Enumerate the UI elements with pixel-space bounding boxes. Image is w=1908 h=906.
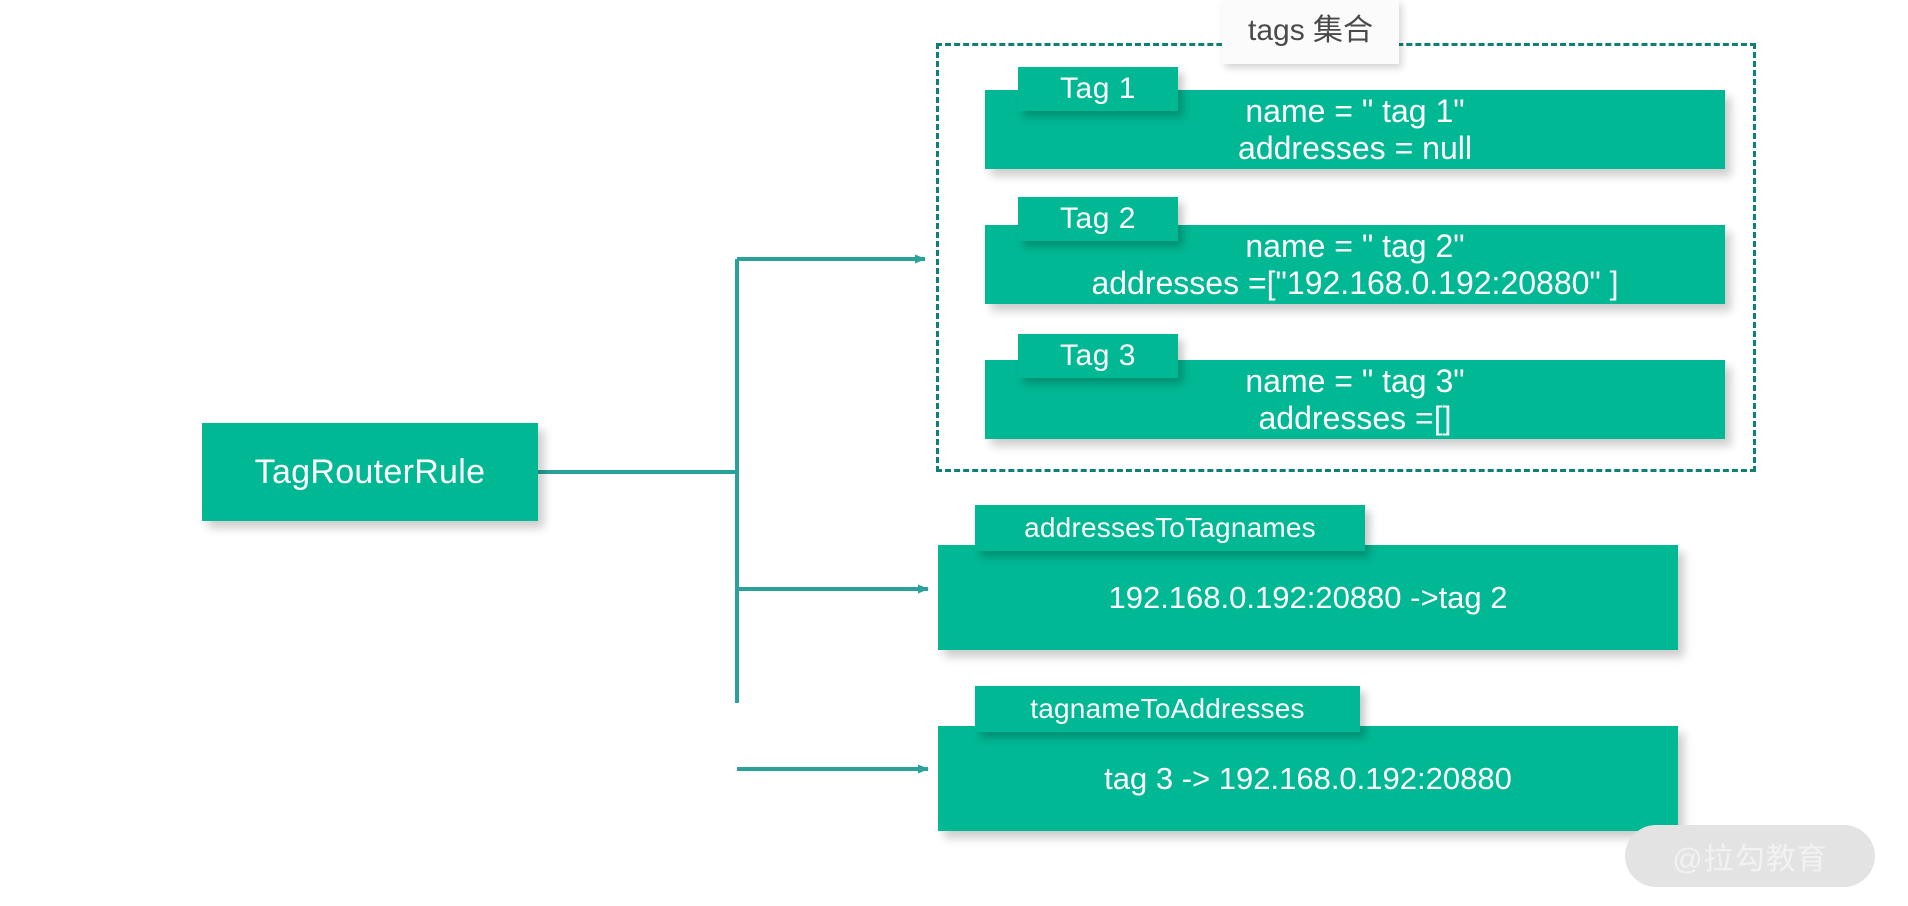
tagname-to-addresses-tab[interactable]: tagnameToAddresses — [975, 686, 1360, 732]
node-tag-router-rule[interactable]: TagRouterRule — [202, 423, 538, 521]
watermark: @拉勾教育 — [1625, 825, 1875, 887]
addresses-to-tagnames-tab-label: addressesToTagnames — [1024, 512, 1316, 543]
tag-1-tab-label: Tag 1 — [1060, 72, 1136, 105]
tag-3-tab-label: Tag 3 — [1060, 339, 1136, 372]
addresses-to-tagnames-tab[interactable]: addressesToTagnames — [975, 505, 1365, 551]
tag-1-tab[interactable]: Tag 1 — [1018, 67, 1178, 111]
tagname-to-addresses-value: tag 3 -> 192.168.0.192:20880 — [1104, 760, 1512, 796]
addresses-to-tagnames-body[interactable]: 192.168.0.192:20880 ->tag 2 — [938, 545, 1678, 650]
tag-1-line-name: name = " tag 1" — [1245, 93, 1465, 130]
tagname-to-addresses-tab-label: tagnameToAddresses — [1030, 693, 1305, 724]
tag-3-tab[interactable]: Tag 3 — [1018, 334, 1178, 378]
tag-2-tab-label: Tag 2 — [1060, 202, 1136, 235]
addresses-to-tagnames-value: 192.168.0.192:20880 ->tag 2 — [1108, 579, 1508, 615]
tagname-to-addresses-body[interactable]: tag 3 -> 192.168.0.192:20880 — [938, 726, 1678, 831]
tag-3-line-name: name = " tag 3" — [1245, 363, 1465, 400]
tag-2-tab[interactable]: Tag 2 — [1018, 197, 1178, 241]
tag-1-line-addresses: addresses = null — [1238, 129, 1472, 166]
node-tag-router-rule-label: TagRouterRule — [254, 452, 486, 491]
tag-2-line-addresses: addresses =["192.168.0.192:20880" ] — [1091, 264, 1619, 301]
tags-group-title: tags 集合 — [1222, 0, 1400, 64]
tag-3-line-addresses: addresses =[] — [1258, 399, 1452, 436]
watermark-text: @拉勾教育 — [1672, 843, 1828, 876]
tag-2-line-name: name = " tag 2" — [1245, 228, 1465, 265]
